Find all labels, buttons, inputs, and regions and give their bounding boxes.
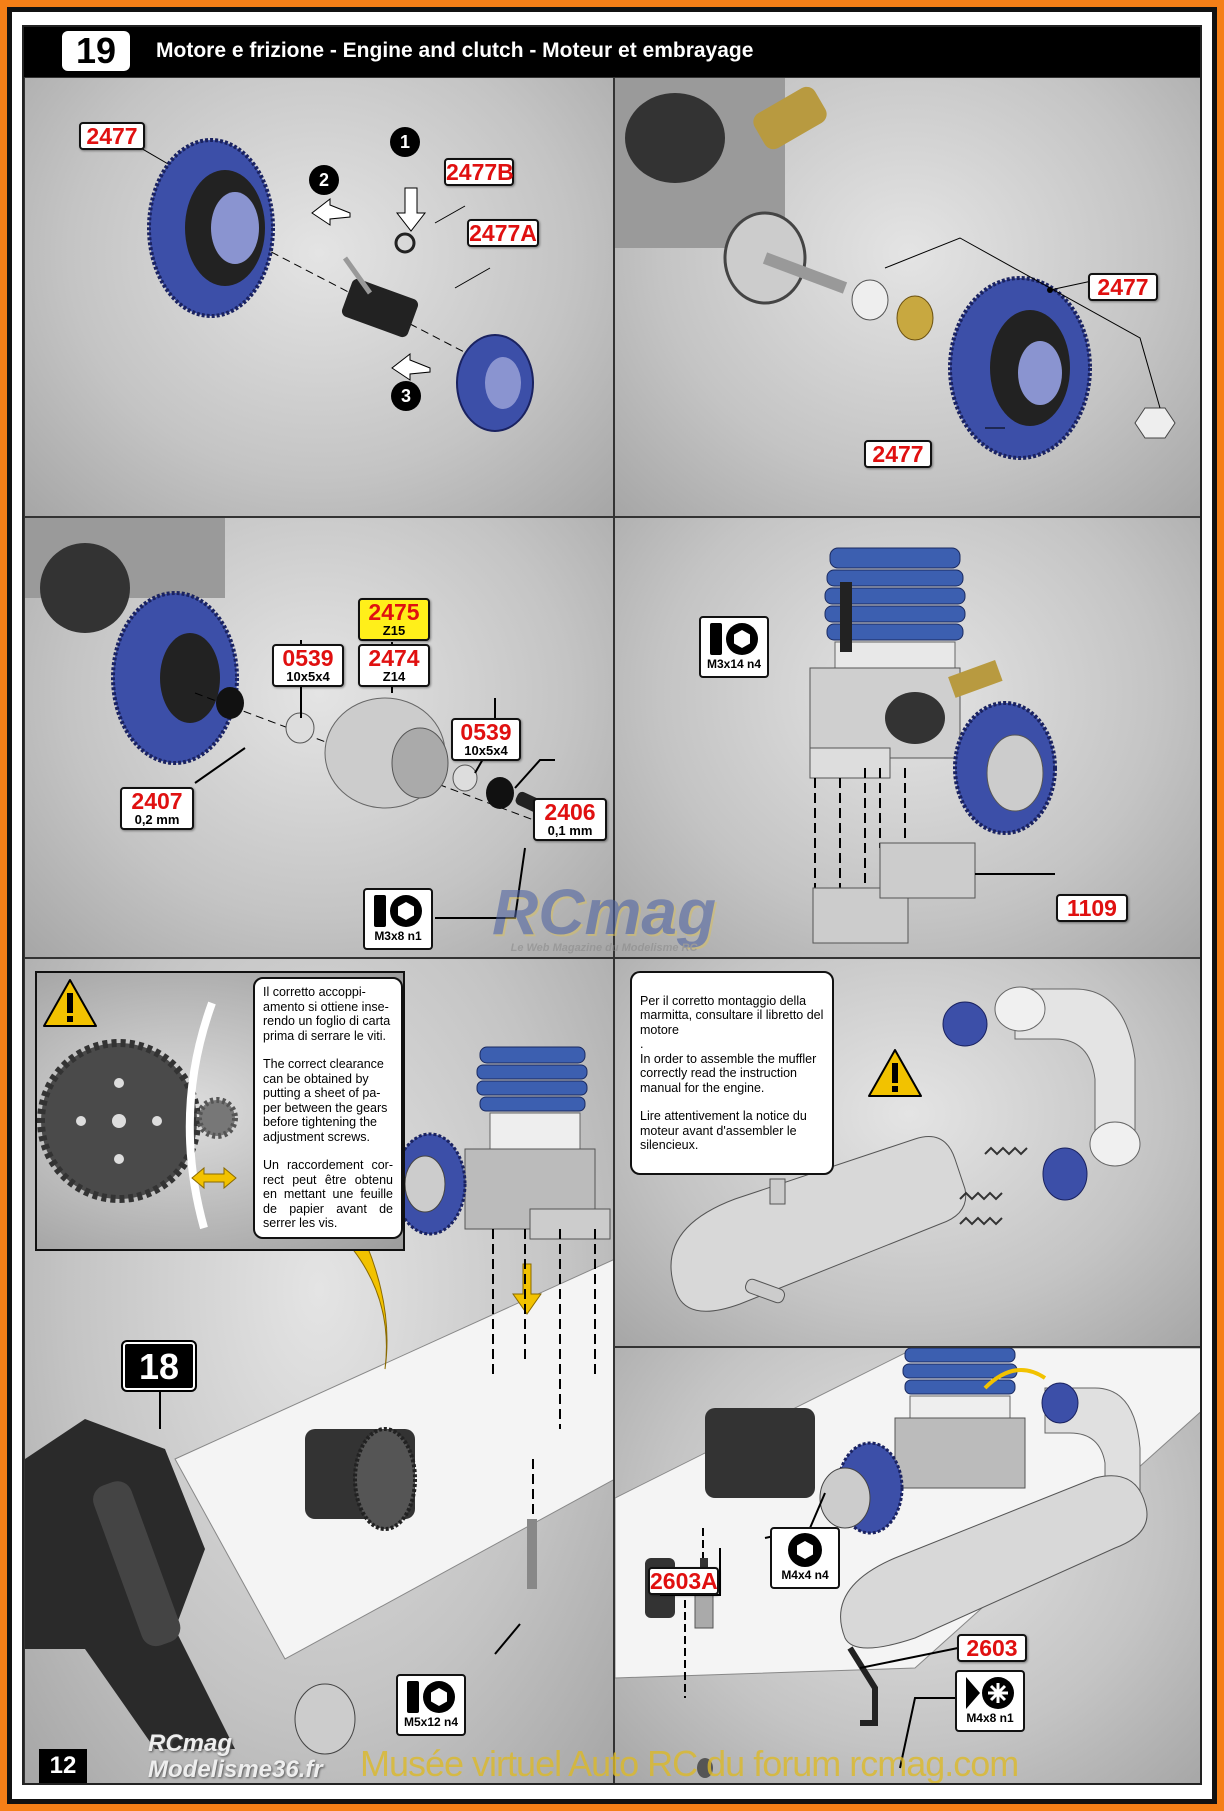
panel-muffler: Per il corretto montaggio della marmitta…: [614, 958, 1200, 1347]
hex-screw-badge: M4x4 n4: [770, 1527, 840, 1589]
part-label: 2477: [79, 122, 145, 150]
part-label: 2477: [864, 440, 932, 468]
museum-watermark: Musée virtuel Auto RC du forum rcmag.com: [360, 1743, 1019, 1784]
panel-muffler-mount: 2603A 2603 M4x4 n4 M4x8 n1: [614, 1347, 1200, 1783]
engine-mount-illustration: [809, 547, 1057, 944]
muffler-illustration: [670, 986, 1141, 1312]
part-label: 2477A: [467, 219, 539, 247]
page-number: 12: [39, 1749, 87, 1783]
step-number: 19: [62, 31, 130, 71]
muffler-mount-illustration: [615, 1348, 1200, 1778]
hex-screw-badge: M3x14 n4: [699, 616, 769, 678]
rcmag-watermark: RCmag Le Web Magazine du Modelisme RC: [492, 876, 717, 954]
hex-socket-icon: [788, 1533, 822, 1567]
engine-clutch-illustration: [615, 78, 1176, 460]
part-label: 2603: [957, 1634, 1027, 1662]
step-header: 19 Motore e frizione - Engine and clutch…: [24, 27, 1200, 77]
part-label: 2477B: [444, 158, 514, 186]
site-watermark: RCmag Modelisme36.fr: [148, 1730, 323, 1783]
gear-mesh-illustration: [37, 1001, 238, 1230]
step-marker-2: 2: [309, 165, 339, 195]
clutch-parts-illustration: [114, 132, 534, 432]
instruction-frame: 19 Motore e frizione - Engine and clutch…: [22, 25, 1202, 1785]
hex-screw-badge: M3x8 n1: [363, 888, 433, 950]
phillips-screw-badge: M4x8 n1: [955, 1670, 1025, 1732]
gear-clearance-note: Il corretto accoppi-amento si ottiene in…: [253, 977, 403, 1239]
panel-clutch-exploded: 2477 2477B 2477A 1 2 3: [24, 77, 614, 517]
part-label: 2603A: [648, 1567, 719, 1595]
phillips-head-icon: [966, 1677, 1014, 1709]
step-marker-1: 1: [390, 127, 420, 157]
hex-key-icon: [407, 1681, 455, 1713]
panel-clutch-mount: 2477 2477: [614, 77, 1200, 517]
panel-engine-install: Il corretto accoppi-amento si ottiene in…: [24, 958, 614, 1783]
reference-step-badge: 18: [123, 1342, 195, 1390]
step-marker-3: 3: [391, 381, 421, 411]
hex-key-icon: [710, 623, 758, 655]
hex-screw-badge: M5x12 n4: [396, 1674, 466, 1736]
muffler-note: Per il corretto montaggio della marmitta…: [630, 971, 834, 1175]
hex-key-icon: [374, 895, 422, 927]
gear-clearance-inset: Il corretto accoppi-amento si ottiene in…: [35, 971, 405, 1251]
clutch-bell-illustration: [25, 518, 591, 919]
step-title: Motore e frizione - Engine and clutch - …: [156, 39, 754, 62]
part-label: 1109: [1056, 894, 1128, 922]
panel-engine-mounts: M3x14 n4 1109: [614, 517, 1200, 958]
part-label: 2477: [1088, 273, 1158, 301]
